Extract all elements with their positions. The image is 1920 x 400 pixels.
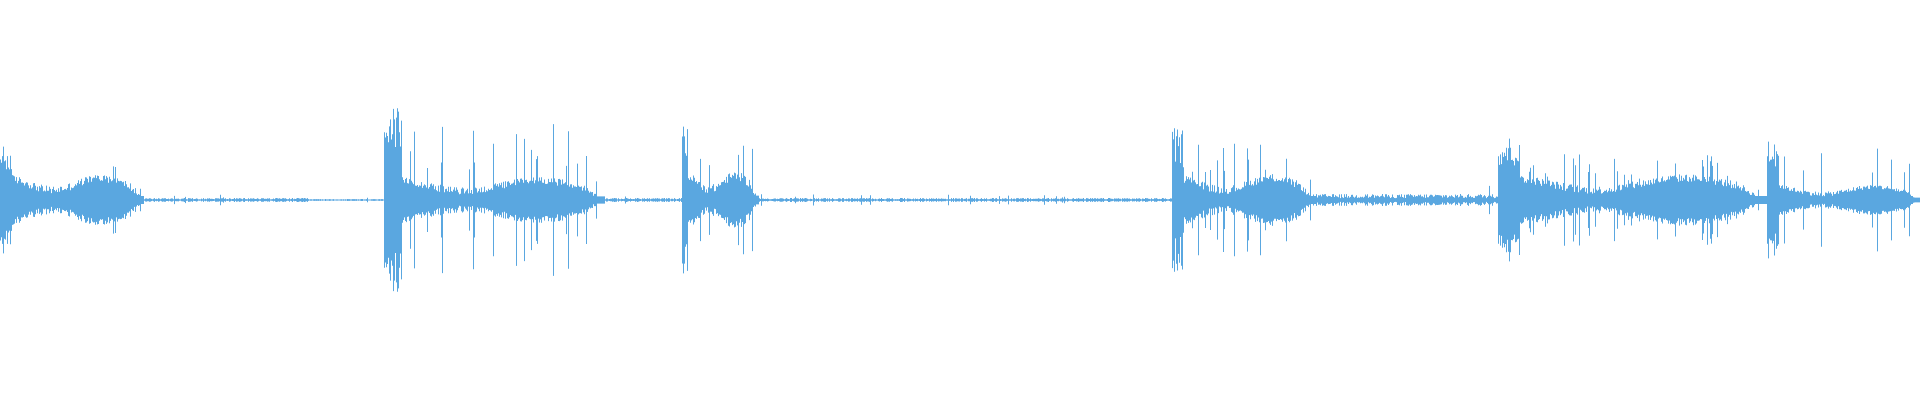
waveform-path-group — [0, 108, 1920, 292]
